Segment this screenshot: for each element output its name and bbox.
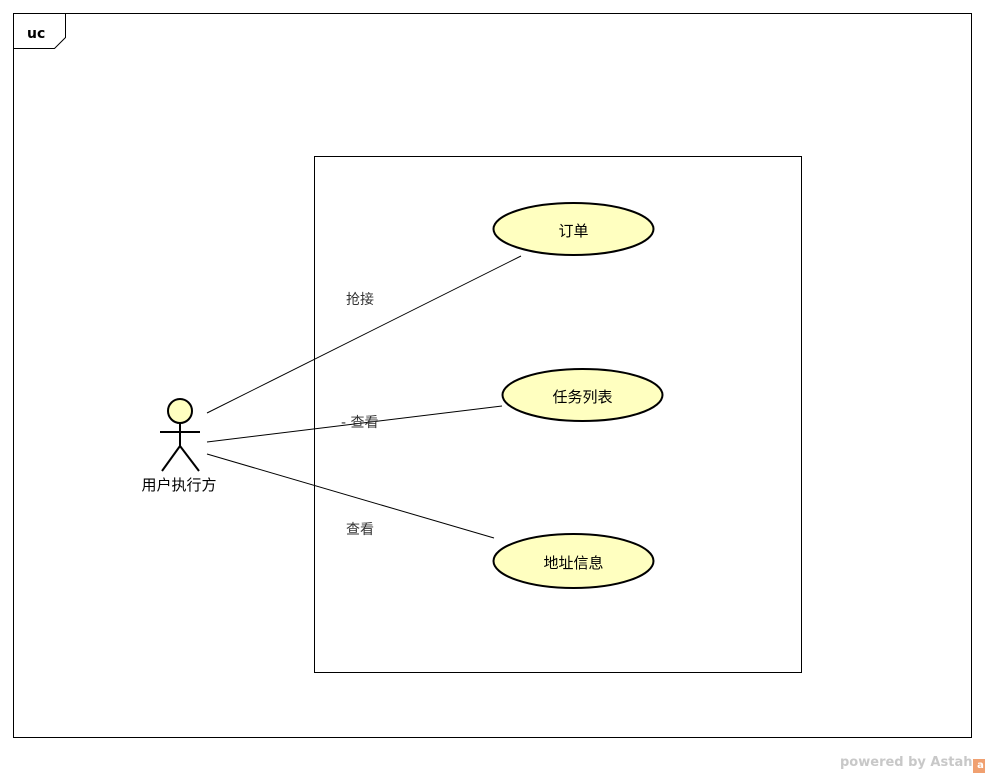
use-case-address-info-label: 地址信息 xyxy=(543,554,603,572)
association-label-view-tasks: - 查看 xyxy=(341,415,379,431)
use-case-order-ellipse xyxy=(492,202,655,256)
association-line-qiangjie[interactable] xyxy=(206,255,522,414)
watermark-text: powered by Astah xyxy=(840,755,973,770)
actor[interactable] xyxy=(160,398,200,472)
actor-right-leg xyxy=(179,445,200,472)
system-boundary xyxy=(314,156,802,673)
diagram-frame xyxy=(13,13,972,738)
use-case-order-label: 订单 xyxy=(558,222,588,240)
association-label-qiangjie: 抢接 xyxy=(346,291,374,308)
association-line-view-tasks[interactable] xyxy=(206,405,503,443)
frame-tag: uc xyxy=(27,26,45,42)
association-label-view-address: 查看 xyxy=(346,522,374,538)
astah-logo-icon: a xyxy=(973,759,985,773)
use-case-address-info[interactable]: 地址信息 xyxy=(492,533,655,589)
use-case-order[interactable]: 订单 xyxy=(492,202,655,256)
use-case-address-info-ellipse xyxy=(492,533,655,589)
frame-tag-box xyxy=(13,13,66,49)
actor-name: 用户执行方 xyxy=(141,476,216,494)
use-case-task-list-label: 任务列表 xyxy=(552,388,612,406)
use-case-task-list[interactable]: 任务列表 xyxy=(501,368,664,422)
actor-left-leg xyxy=(161,445,181,472)
use-case-task-list-ellipse xyxy=(501,368,664,422)
association-line-view-address[interactable] xyxy=(206,453,495,539)
actor-head xyxy=(167,398,193,424)
